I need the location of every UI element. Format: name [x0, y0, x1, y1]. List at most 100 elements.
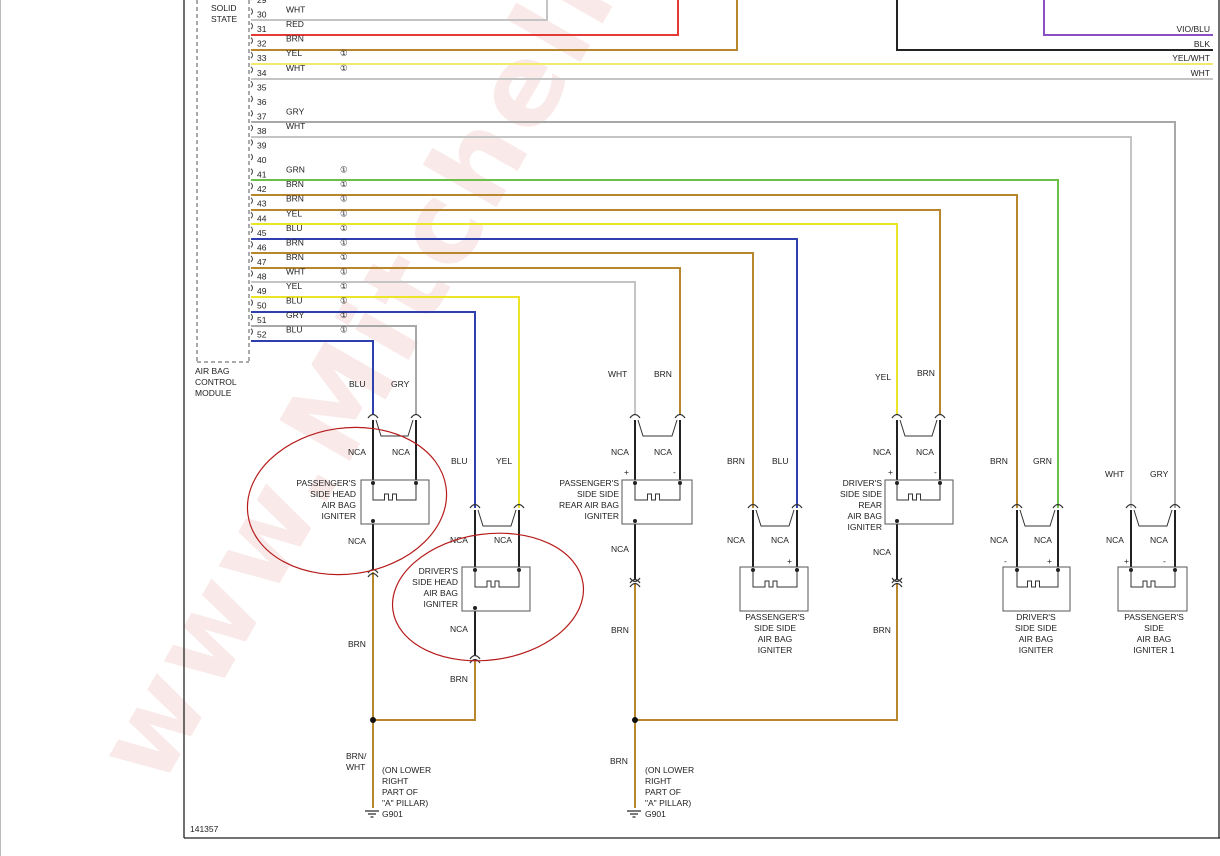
pass-side-label-3: AIR BAG: [758, 634, 792, 644]
connector-cup: [629, 582, 641, 588]
drv-head-label-1: DRIVER'S: [419, 566, 459, 576]
pin-number: 47: [257, 257, 267, 267]
wire-50-blu: [251, 311, 476, 508]
module-name-line-1: AIR BAG: [195, 366, 229, 376]
pin-table: 29BRN30WHT31RED32BRN33YEL①34WHT①353637GR…: [250, 0, 348, 340]
drv-rear-plus: +: [888, 467, 893, 477]
pin-number: 38: [257, 126, 267, 136]
connector-bracket: [1019, 509, 1056, 527]
right-label-wht: WHT: [1191, 68, 1210, 78]
ground-left: BRN/ WHT (ON LOWER RIGHT PART OF "A" PIL…: [346, 751, 431, 819]
connector-cup: [410, 413, 422, 419]
connector-cup: [747, 503, 759, 509]
pin-bracket: [250, 80, 253, 88]
pass-rear-label-4: IGNITER: [585, 511, 619, 521]
wires: [251, 0, 1213, 808]
right-label-vio-blu: VIO/BLU: [1176, 24, 1210, 34]
pin-note-marker: ①: [340, 296, 348, 306]
pass-rear-nca-1: NCA: [611, 447, 629, 457]
pin-number: 36: [257, 97, 267, 107]
pin-note-marker: ①: [340, 237, 348, 247]
pass-head-label-3: AIR BAG: [322, 500, 356, 510]
pin-wire-color: GRN: [286, 165, 305, 175]
connector-cup: [891, 582, 903, 588]
drv-rear-minus: -: [934, 467, 937, 477]
pass-head-top-wire-2: GRY: [391, 379, 410, 389]
pass-head-label-1: PASSENGER'S: [296, 478, 356, 488]
annotation-circle-driver-head: [391, 532, 585, 662]
pass-head-label-2: SIDE HEAD: [310, 489, 356, 499]
pass-side1-igniter-element: [1130, 570, 1176, 588]
connector-bracket: [477, 509, 517, 527]
wire-37-gry: [251, 121, 1176, 508]
pass-rear-top-wire-2: BRN: [654, 369, 672, 379]
pass-head-box: [360, 479, 430, 525]
pin-number: 39: [257, 141, 267, 151]
drv-rear-top-wire-1: YEL: [875, 372, 891, 382]
wire-49-yel: [251, 296, 520, 508]
connector-cup: [367, 572, 379, 578]
ground-right-id: G901: [645, 809, 666, 819]
pin-note-marker: ①: [340, 325, 348, 335]
pin-wire-color: GRY: [286, 310, 305, 320]
module-name-line-2: CONTROL: [195, 377, 237, 387]
pass-side-nca-1: NCA: [727, 535, 745, 545]
pin-wire-color: YEL: [286, 208, 302, 218]
pin-bracket: [250, 255, 253, 263]
connector-cup: [891, 413, 903, 419]
connector-cup: [1052, 503, 1064, 509]
pass-head-terminal: [371, 519, 375, 523]
diagram-frame: [183, 0, 1220, 839]
pin-number: 30: [257, 10, 267, 20]
air-bag-control-module-outline: [196, 0, 250, 363]
wire-vio-blu: [1043, 0, 1213, 36]
pass-side-top-wire-1: BRN: [727, 456, 745, 466]
pin-wire-color: WHT: [286, 266, 305, 276]
connector-cup: [891, 577, 903, 583]
drv-side-terminal: [1015, 568, 1019, 572]
wire-46-brn: [251, 252, 754, 508]
pin-wire-color: BRN: [286, 179, 304, 189]
pin-wire-color: WHT: [286, 63, 305, 73]
pin-bracket: [250, 299, 253, 306]
igniters: [360, 479, 1188, 612]
pin-number: 43: [257, 199, 267, 209]
pass-side1-top-wire-1: WHT: [1105, 469, 1124, 479]
pin-wire-color: BLU: [286, 223, 303, 233]
drv-side-label-3: AIR BAG: [1019, 634, 1053, 644]
pin-note-marker: ①: [340, 63, 348, 73]
pass-side-igniter-element: [752, 570, 798, 588]
pin-number: 50: [257, 301, 267, 311]
pin-number: 48: [257, 271, 267, 281]
pin-note-marker: ①: [340, 223, 348, 233]
connector-cup: [469, 658, 481, 664]
drv-side-label-1: DRIVER'S: [1016, 612, 1056, 622]
drv-head-label-2: SIDE HEAD: [412, 577, 458, 587]
ground-left-loc-3: PART OF: [382, 787, 418, 797]
pass-rear-plus: +: [624, 467, 629, 477]
pin-number: 37: [257, 111, 267, 121]
splice-dot: [370, 717, 376, 723]
drv-rear-bottom-wire: BRN: [873, 625, 891, 635]
pin-number: 42: [257, 184, 267, 194]
pass-head-bottom-wire: BRN: [348, 639, 366, 649]
drv-rear-label-1: DRIVER'S: [843, 478, 883, 488]
ground-right-loc-3: PART OF: [645, 787, 681, 797]
connector-cup: [1125, 503, 1137, 509]
wire-drv-rear-return: [635, 583, 898, 721]
pin-note-marker: ①: [340, 48, 348, 58]
pass-side-terminal: [795, 568, 799, 572]
pass-rear-nca-2: NCA: [654, 447, 672, 457]
pass-side-label-2: SIDE SIDE: [754, 623, 796, 633]
pin-wire-color: BRN: [286, 252, 304, 262]
pass-side1-top-wire-2: GRY: [1150, 469, 1169, 479]
connector-cup: [674, 413, 686, 419]
ground-right-loc-1: (ON LOWER: [645, 765, 694, 775]
pin-bracket: [250, 124, 253, 132]
pin-note-marker: ①: [340, 252, 348, 262]
drv-side-label-2: SIDE SIDE: [1015, 623, 1057, 633]
ground-right-symbol: [627, 810, 641, 818]
wire-30-wht: [251, 0, 548, 21]
connector-cup: [891, 578, 903, 584]
pin-bracket: [250, 313, 253, 321]
